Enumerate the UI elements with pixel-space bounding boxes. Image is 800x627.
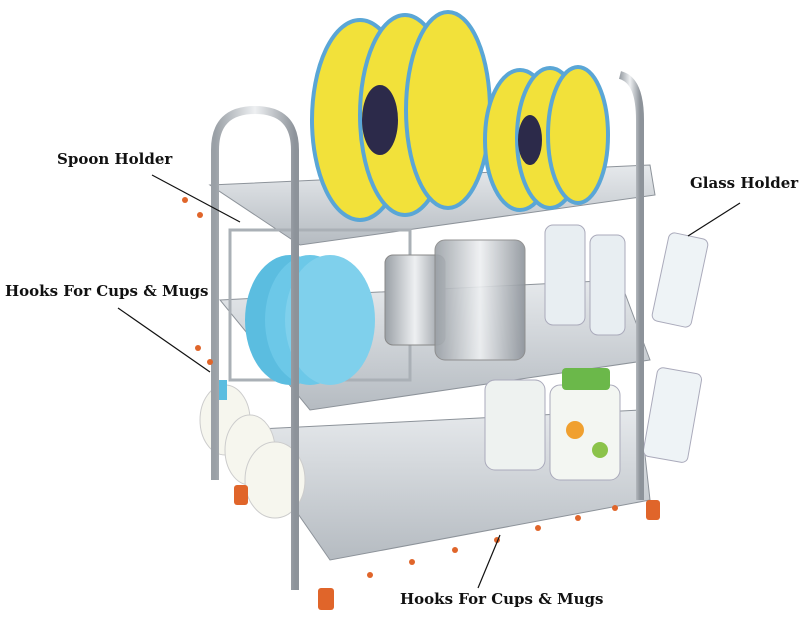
glass-holder-label: Glass Holder [690,174,799,192]
blue-plates [245,255,375,385]
glass-holder-pointer [687,202,741,237]
hooks-side-pointer [117,307,211,373]
spoon-holder-pointer [151,174,241,223]
jars [484,224,626,481]
hooks-bottom-pointer [477,534,501,589]
hooks-bottom-label: Hooks For Cups & Mugs [400,590,604,608]
spoon-holder-label: Spoon Holder [57,150,173,168]
canisters [384,239,526,361]
feet [234,485,660,610]
yellow-plates [310,10,610,222]
hooks [182,197,618,578]
rack-frame [211,71,664,590]
glasses [642,232,709,463]
hooks-side-label: Hooks For Cups & Mugs [5,282,209,300]
